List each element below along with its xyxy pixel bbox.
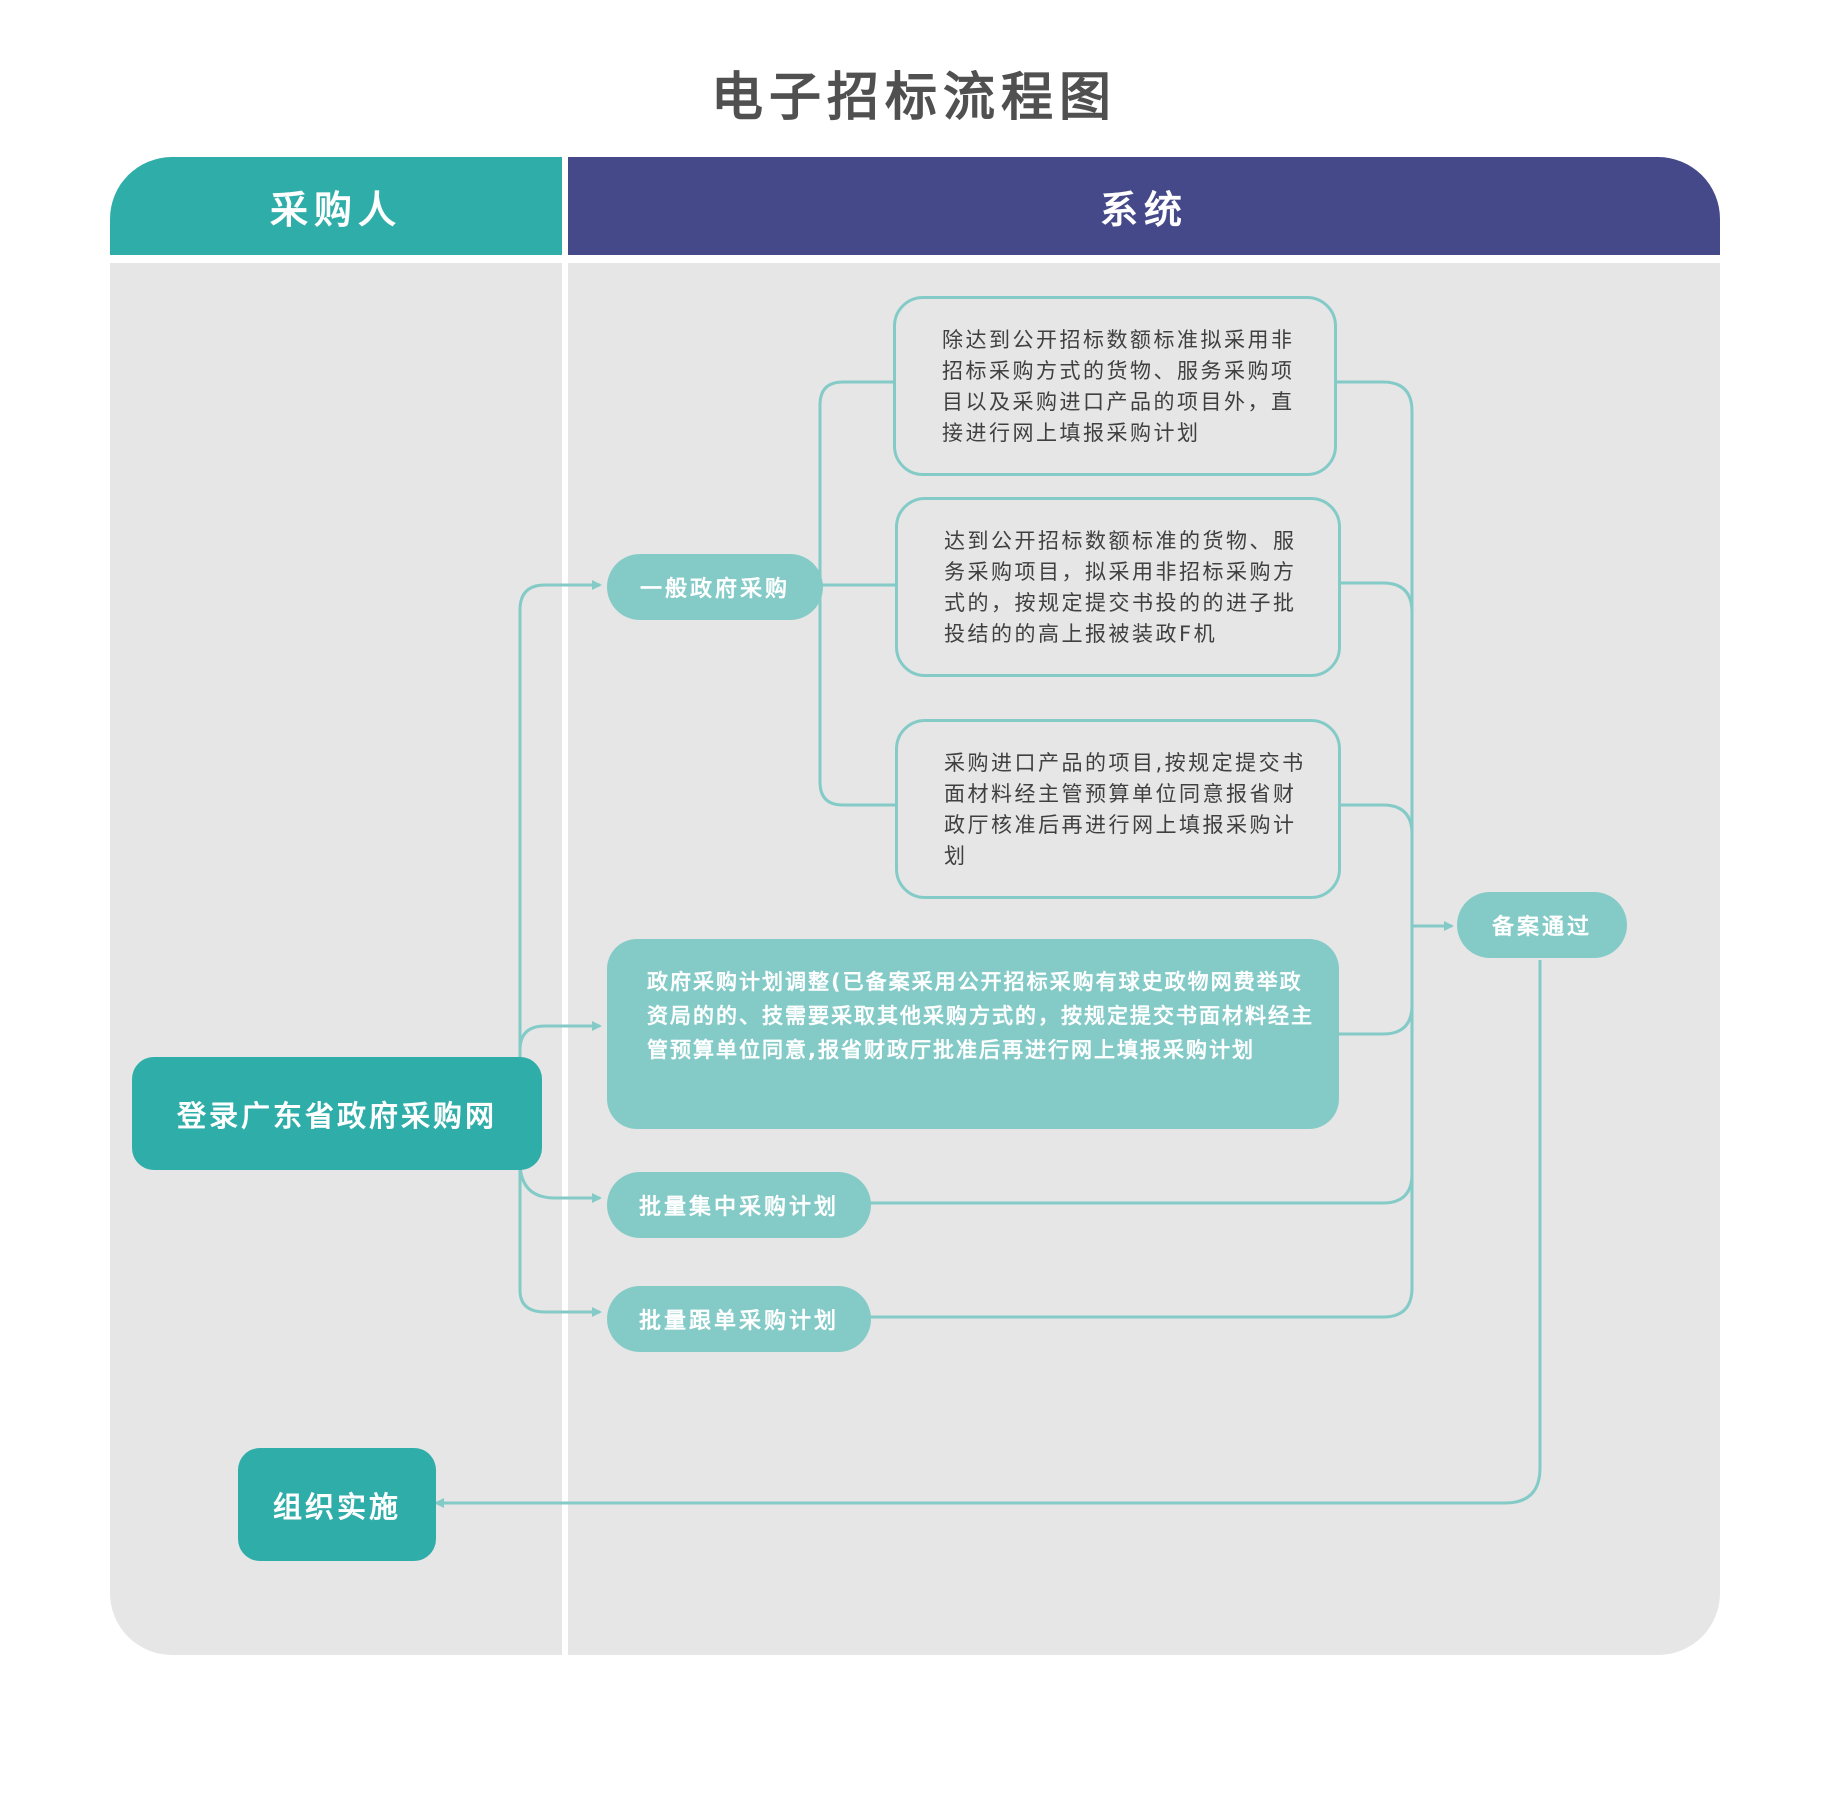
connector-to-batch-follow — [518, 1160, 602, 1317]
box-import-products: 采购进口产品的项目,按规定提交书面材料经主管预算单位同意报省财政厅核准后再进行网… — [895, 719, 1341, 899]
login-node[interactable]: 登录广东省政府采购网 — [132, 1057, 542, 1170]
connector-batch-central-bus — [868, 1173, 1414, 1205]
connector-to-general — [518, 580, 602, 1060]
connector-adjust-bus — [1335, 1004, 1414, 1036]
connector-general-box1 — [818, 380, 893, 585]
connector-approved-implement — [434, 960, 1542, 1508]
connector-box1-bus — [1335, 380, 1414, 1290]
lane-purchaser — [110, 263, 562, 1655]
connector-general-box3 — [818, 585, 895, 807]
batch-follow-node[interactable]: 批量跟单采购计划 — [607, 1286, 871, 1352]
plan-adjustment-node[interactable]: 政府采购计划调整(已备案采用公开招标采购有球史政物网费举政资局的的、技需要采取其… — [607, 939, 1339, 1129]
page-title: 电子招标流程图 — [710, 68, 1117, 128]
batch-central-node[interactable]: 批量集中采购计划 — [607, 1172, 871, 1238]
box-tender-threshold: 达到公开招标数额标准的货物、服务采购项目，拟采用非招标采购方式的，按规定提交书投… — [895, 497, 1341, 677]
connector-box3-bus — [1338, 803, 1414, 835]
connector-box2-bus — [1338, 581, 1414, 613]
approved-node[interactable]: 备案通过 — [1457, 892, 1627, 958]
lane-header-purchaser: 采购人 — [110, 157, 562, 255]
box-non-tender-direct: 除达到公开招标数额标准拟采用非招标采购方式的货物、服务采购项目以及采购进口产品的… — [893, 296, 1337, 476]
connector-to-batch-central — [518, 1161, 602, 1203]
general-procurement-node[interactable]: 一般政府采购 — [607, 554, 823, 620]
connector-batch-follow-bus — [868, 1260, 1414, 1319]
lane-header-system: 系统 — [568, 157, 1720, 255]
connector-to-adjust — [518, 1021, 602, 1051]
implement-node[interactable]: 组织实施 — [238, 1448, 436, 1561]
